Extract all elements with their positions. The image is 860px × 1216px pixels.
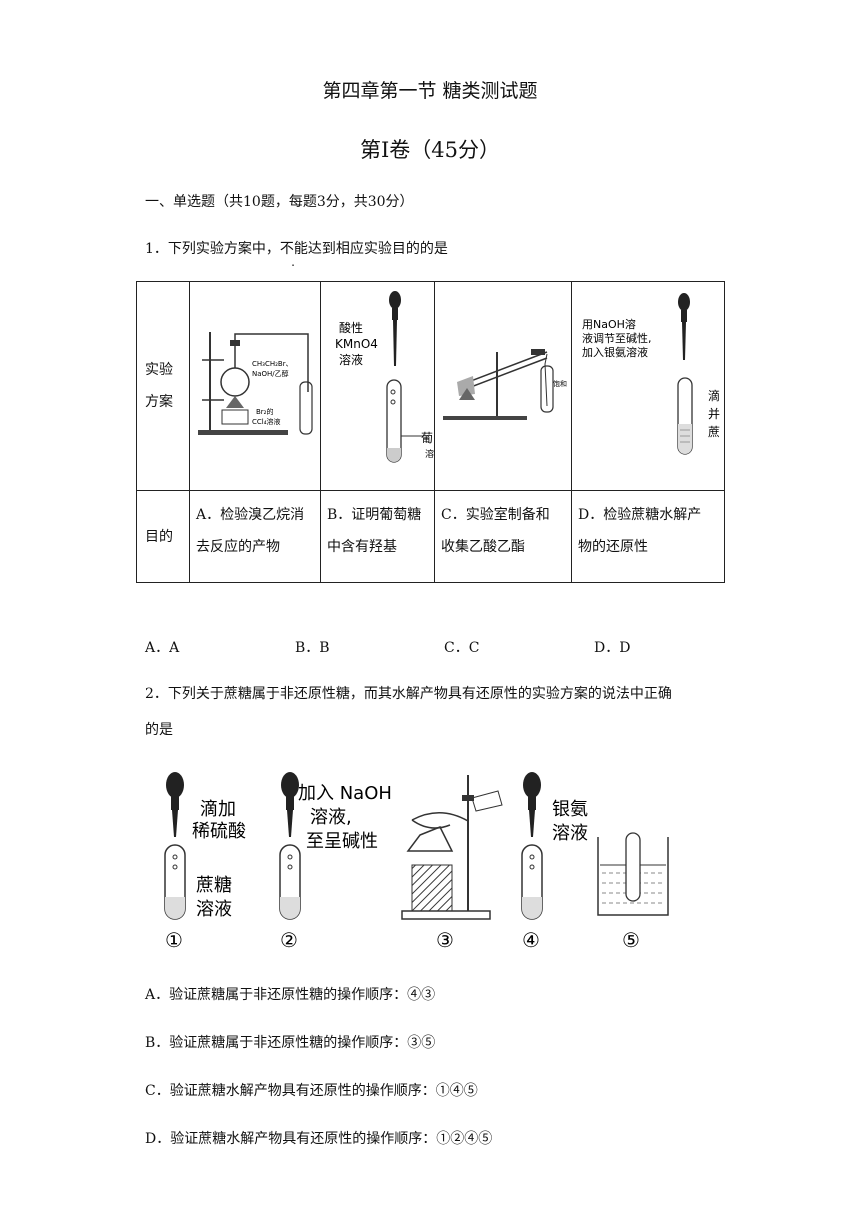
step-5-number: ⑤ [622, 928, 640, 952]
fig-d-text-4: 滴 [708, 388, 720, 403]
step-2-number: ② [280, 928, 298, 952]
q1-stem: 1．下列实验方案中，不能达到相应实验目的的是 [145, 239, 448, 259]
q2-option-d[interactable]: D．验证蔗糖水解产物具有还原性的操作顺序：①②④⑤ [145, 1131, 493, 1147]
step-1-label-b: 稀硫酸 [192, 821, 246, 842]
step-1-number: ① [165, 928, 183, 952]
step-1-label-a: 滴加 [200, 799, 236, 820]
goal-line: B．证明葡萄糖 [327, 507, 422, 523]
q2-option-a[interactable]: A．验证蔗糖属于非还原性糖的操作顺序：④③ [145, 987, 436, 1003]
fig-b-text-2: KMnO4 [335, 337, 378, 351]
fig-b-text-1: 酸性 [339, 320, 363, 335]
step-4-figure: 银氨 溶液 ④ [521, 772, 588, 952]
section-heading: 一、单选题（共10题，每题3分，共30分） [145, 194, 414, 210]
step-1-label-d: 溶液 [196, 899, 232, 920]
step-1-figure: 滴加 稀硫酸 蔗糖 溶液 ① [164, 772, 246, 952]
goal-line: 去反应的产物 [196, 539, 280, 555]
step-2-label-b: 溶液, [310, 807, 352, 828]
q2-option-c[interactable]: C．验证蔗糖水解产物具有还原性的操作顺序：①④⑤ [145, 1083, 478, 1099]
fig-a-text-3: Br₂的 [256, 407, 274, 416]
q2-stem-line-2: 的是 [145, 722, 173, 738]
fig-a-text-2: NaOH/乙醇 [252, 369, 289, 378]
goal-line: 中含有羟基 [327, 539, 397, 555]
q2-procedure-figure: 滴加 稀硫酸 蔗糖 溶液 ① 加入 NaOH 溶液, 至呈碱性 ② ③ [164, 772, 669, 952]
doc-title: 第四章第一节 糖类测试题 [322, 80, 538, 102]
q1-figure-d: 用NaOH溶 液调节至碱性, 加入银氨溶液 滴 并 蔗 [571, 281, 725, 491]
goal-line: 收集乙酸乙酯 [441, 539, 525, 555]
step-5-figure: ⑤ [597, 832, 669, 952]
goal-line: A．检验溴乙烷消 [196, 507, 305, 523]
fig-d-text-1: 用NaOH溶 [582, 317, 636, 331]
q1-figure-c: 饱和 [434, 281, 572, 491]
goal-line: 物的还原性 [578, 539, 648, 555]
ester-prep-figure: 饱和 [443, 349, 567, 420]
q1-stem-suffix: 达到相应实验目的的是 [307, 241, 448, 257]
q1-goal-d: D．检验蔗糖水解产 物的还原性 [571, 490, 725, 583]
q1-option-b[interactable]: B．B [295, 640, 330, 656]
q2-option-b[interactable]: B．验证蔗糖属于非还原性糖的操作顺序：③⑤ [145, 1035, 436, 1051]
step-4-number: ④ [522, 928, 540, 952]
q1-row-goal: 目的 A．检验溴乙烷消 去反应的产物 B．证明葡萄糖 中含有羟基 C．实验室制备… [136, 490, 725, 583]
fig-d-text-3: 加入银氨溶液 [582, 345, 648, 359]
q1-goal-c: C．实验室制备和 收集乙酸乙酯 [434, 490, 572, 583]
doc-subtitle: 第Ⅰ卷（45分） [359, 138, 501, 162]
label-line: 方案 [145, 394, 173, 410]
q1-stem-prefix: 1．下列实验方案中， [145, 241, 280, 257]
fig-a-text-1: CH₃CH₂Br、 [252, 360, 293, 368]
step-4-label-b: 溶液 [552, 823, 588, 844]
goal-line: C．实验室制备和 [441, 507, 550, 523]
step-4-label-a: 银氨 [552, 799, 588, 820]
kmno4-test-figure: 酸性 KMnO4 溶液 葡 溶 [335, 291, 434, 463]
q1-figure-a: CH₃CH₂Br、 NaOH/乙醇 Br₂的 CCl₄溶液 [189, 281, 321, 491]
fig-b-text-3: 溶液 [339, 352, 363, 367]
q1-stem-emphasis: 不能 [280, 241, 308, 257]
q1-goal-a: A．检验溴乙烷消 去反应的产物 [189, 490, 321, 583]
silver-mirror-figure: 用NaOH溶 液调节至碱性, 加入银氨溶液 滴 并 蔗 [582, 293, 720, 455]
q2-stem-line-1: 2．下列关于蔗糖属于非还原性糖，而其水解产物具有还原性的实验方案的说法中正确 [145, 686, 672, 702]
q1-row-scheme: 实验 方案 CH₃CH₂Br、 NaOH/乙醇 Br₂的 CCl₄溶液 [136, 281, 725, 491]
goal-line: D．检验蔗糖水解产 [578, 507, 702, 523]
q1-goal-b: B．证明葡萄糖 中含有羟基 [320, 490, 435, 583]
elimination-apparatus-figure: CH₃CH₂Br、 NaOH/乙醇 Br₂的 CCl₄溶液 [198, 332, 313, 435]
fig-b-text-5: 溶 [425, 448, 434, 460]
step-3-number: ③ [436, 928, 454, 952]
q1-table: 实验 方案 CH₃CH₂Br、 NaOH/乙醇 Br₂的 CCl₄溶液 [136, 281, 725, 583]
step-2-label-a: 加入 NaOH [298, 783, 392, 804]
fig-d-text-5: 并 [708, 407, 720, 421]
q1-option-d[interactable]: D．D [594, 640, 631, 656]
q1-row-scheme-label: 实验 方案 [136, 281, 190, 491]
step-1-label-c: 蔗糖 [196, 875, 232, 896]
fig-c-text-1: 饱和 [553, 379, 567, 388]
label-line: 实验 [145, 362, 173, 378]
step-2-figure: 加入 NaOH 溶液, 至呈碱性 ② [279, 772, 392, 952]
fig-d-text-2: 液调节至碱性, [582, 331, 652, 345]
step-3-figure: ③ [401, 775, 503, 952]
fig-d-text-6: 蔗 [708, 425, 720, 439]
fig-a-text-4: CCl₄溶液 [252, 417, 281, 426]
q1-row-goal-label: 目的 [136, 490, 190, 583]
q1-option-a[interactable]: A．A [145, 640, 180, 656]
fig-b-text-4: 葡 [421, 431, 433, 445]
q1-figure-b: 酸性 KMnO4 溶液 葡 溶 [320, 281, 435, 491]
q1-option-c[interactable]: C．C [444, 640, 480, 656]
step-2-label-c: 至呈碱性 [306, 831, 378, 852]
